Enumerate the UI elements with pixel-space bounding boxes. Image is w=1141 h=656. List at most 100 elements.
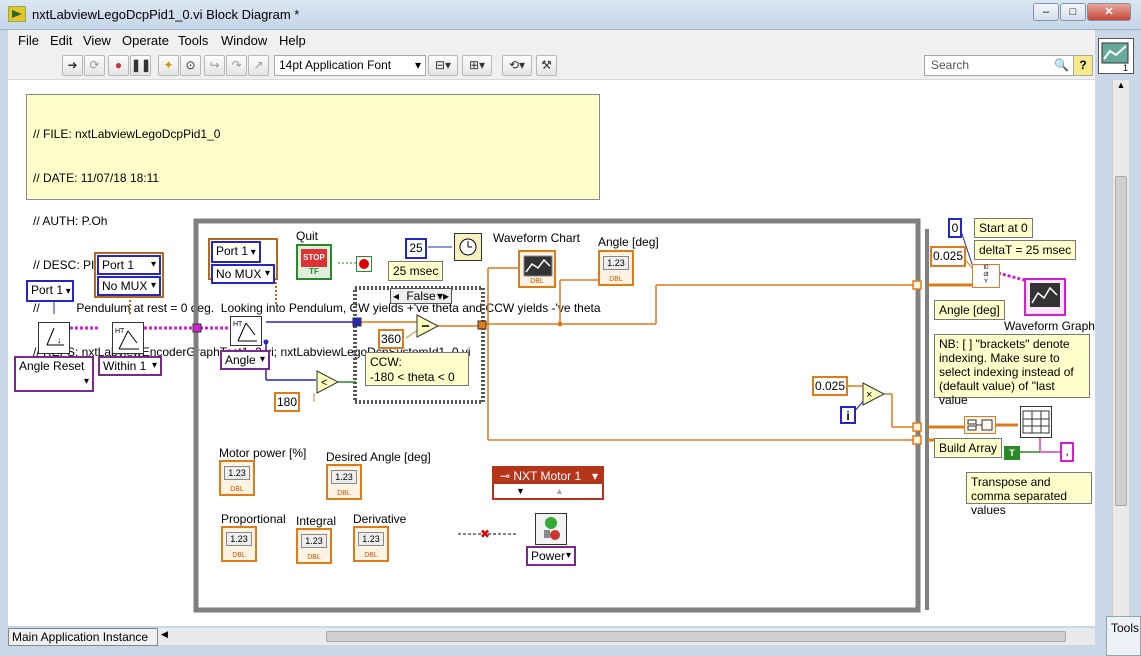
clean-up-diagram-icon[interactable]: ⚒ <box>536 55 557 76</box>
subtract-icon[interactable] <box>416 314 440 338</box>
distribute-objects-icon[interactable]: ⊞▾ <box>462 55 492 76</box>
dbl-tag: DBL <box>530 278 544 285</box>
scroll-up-icon[interactable]: ▲ <box>1116 80 1126 90</box>
step-out-icon[interactable]: ↗ <box>248 55 269 76</box>
proportional-control[interactable]: 1.23 DBL <box>221 526 257 562</box>
derivative-control[interactable]: 1.23 DBL <box>353 526 389 562</box>
port-selector-left[interactable]: Port 1 ▾ <box>26 280 74 302</box>
menu-edit[interactable]: Edit <box>50 33 73 48</box>
nb-note: NB: [ ] "brackets" denote indexing. Make… <box>934 334 1090 407</box>
waveform-graph-terminal[interactable] <box>1024 278 1066 316</box>
quit-stop-button[interactable]: STOP TF <box>296 244 332 280</box>
chevron-down-icon: ▾ <box>150 259 156 270</box>
power-ring[interactable]: Power▾ <box>526 546 576 566</box>
scroll-thumb[interactable] <box>326 631 1066 642</box>
chevron-down-icon: ▾ <box>414 58 421 72</box>
derivative-label: Derivative <box>353 512 407 526</box>
case-next-icon[interactable]: ▾▸ <box>436 289 449 303</box>
menu-tools[interactable]: Tools <box>178 33 209 48</box>
pause-icon[interactable]: ❚❚ <box>130 55 151 76</box>
scroll-left-icon[interactable]: ◀ <box>161 629 168 639</box>
angle-reset-vi-icon[interactable]: ↓ <box>38 322 70 354</box>
case-selector[interactable]: ◂ False ▾▸ <box>390 288 452 304</box>
ccw-note: CCW: -180 < theta < 0 <box>365 352 469 386</box>
step-over-icon[interactable]: ↷ <box>226 55 247 76</box>
menu-window[interactable]: Window <box>221 33 268 48</box>
step-into-icon[interactable]: ↪ <box>204 55 225 76</box>
menu-file[interactable]: File <box>18 33 39 48</box>
waveform-graph-label: Waveform Graph <box>1004 319 1095 333</box>
desired-angle-control[interactable]: 1.23 DBL <box>326 464 362 500</box>
motor-power-label: Motor power [%] <box>219 446 307 460</box>
svg-text:HT: HT <box>233 321 243 328</box>
indicator-value: 1.23 <box>301 534 327 548</box>
transpose-true-constant[interactable]: T <box>1004 446 1020 460</box>
context-help-button[interactable]: ? <box>1073 55 1093 76</box>
comma-string-constant[interactable]: , <box>1060 442 1074 462</box>
multiply-icon[interactable]: × <box>862 382 886 406</box>
constant-0[interactable]: 0 <box>948 218 962 238</box>
search-input[interactable]: Search 🔍 <box>924 55 1076 76</box>
search-icon[interactable]: 🔍 <box>1054 58 1069 72</box>
within-ring[interactable]: Within 1▾ <box>98 356 162 376</box>
within-vi-icon[interactable]: HT <box>112 322 144 354</box>
motor-power-indicator[interactable]: 1.23 DBL <box>219 460 255 496</box>
highlight-execution-icon[interactable]: ✦ <box>158 55 179 76</box>
inner-port-selector[interactable]: Port 1 ▾ <box>211 241 261 263</box>
stop-label: STOP <box>301 249 327 267</box>
integral-control[interactable]: 1.23 DBL <box>296 528 332 564</box>
build-array-icon[interactable] <box>964 416 996 434</box>
case-prev-icon[interactable]: ◂ <box>393 289 400 303</box>
vertical-scrollbar[interactable]: ▲ <box>1112 80 1129 626</box>
sensor-config-panel: Port 1 ▾ No MUX▾ <box>94 252 164 298</box>
abort-icon[interactable]: ● <box>108 55 129 76</box>
wait-ms-constant[interactable]: 25 <box>405 238 427 259</box>
mux-selector[interactable]: No MUX▾ <box>97 276 161 296</box>
header-comment[interactable]: // FILE: nxtLabviewLegoDcpPid1_0 // DATE… <box>26 94 601 359</box>
nxt-motor-selector[interactable]: ⊸ NXT Motor 1▾ ▼ ▲ <box>492 466 604 500</box>
menu-view[interactable]: View <box>83 33 111 48</box>
menu-operate[interactable]: Operate <box>122 33 169 48</box>
port-mux-selector[interactable]: Port 1 ▾ <box>97 255 161 275</box>
angle-ring[interactable]: Angle▾ <box>220 350 270 370</box>
application-instance[interactable]: Main Application Instance <box>8 628 158 646</box>
angle-deg-indicator[interactable]: 1.23 DBL <box>598 250 634 286</box>
constant-360[interactable]: 360 <box>378 329 404 349</box>
write-spreadsheet-icon[interactable] <box>1020 406 1052 438</box>
svg-text:<: < <box>321 377 327 389</box>
read-angle-vi-icon[interactable]: HT <box>230 316 262 346</box>
maximize-button[interactable]: □ <box>1060 3 1086 21</box>
motor-power-vi-icon[interactable] <box>535 513 567 545</box>
start-at-0-note: Start at 0 <box>974 218 1033 238</box>
inner-mux-selector[interactable]: No MUX▾ <box>211 264 275 284</box>
wait-ms-icon[interactable] <box>454 233 482 261</box>
run-arrow-icon[interactable]: ➜ <box>62 55 83 76</box>
less-than-icon[interactable]: < <box>316 370 340 394</box>
constant-0025-dt[interactable]: 0.025 <box>930 246 966 267</box>
stop-condition-icon[interactable] <box>356 256 372 272</box>
close-button[interactable]: ✕ <box>1087 3 1131 21</box>
horizontal-scrollbar[interactable]: ◀ <box>158 628 1095 645</box>
retain-wire-values-icon[interactable]: ⊙ <box>180 55 201 76</box>
reorder-icon[interactable]: ⟲▾ <box>502 55 532 76</box>
align-objects-icon[interactable]: ⊟▾ <box>428 55 458 76</box>
run-continuously-icon[interactable]: ⟳ <box>84 55 105 76</box>
angle-reset-ring[interactable]: Angle Reset▾ <box>14 356 94 392</box>
block-diagram-canvas[interactable]: // FILE: nxtLabviewLegoDcpPid1_0 // DATE… <box>8 80 1095 626</box>
constant-180[interactable]: 180 <box>274 392 300 412</box>
motor-expand-arrows[interactable]: ▼ ▲ <box>516 486 564 496</box>
port-mux-value: Port 1 <box>102 258 135 272</box>
font-select[interactable]: 14pt Application Font ▾ <box>274 55 426 76</box>
case-selector-value: False <box>406 289 436 303</box>
comment-line: // DATE: 11/07/18 18:11 <box>33 170 160 185</box>
iteration-terminal[interactable]: i <box>840 406 856 424</box>
vi-connector-icon[interactable]: 1 <box>1098 38 1134 74</box>
tools-palette[interactable]: Tools <box>1106 616 1141 656</box>
menu-help[interactable]: Help <box>279 33 306 48</box>
scroll-thumb[interactable] <box>1115 176 1127 506</box>
constant-0025-scale[interactable]: 0.025 <box>812 376 848 396</box>
waveform-chart-terminal[interactable]: DBL <box>518 250 556 288</box>
minimize-button[interactable]: – <box>1033 3 1059 21</box>
